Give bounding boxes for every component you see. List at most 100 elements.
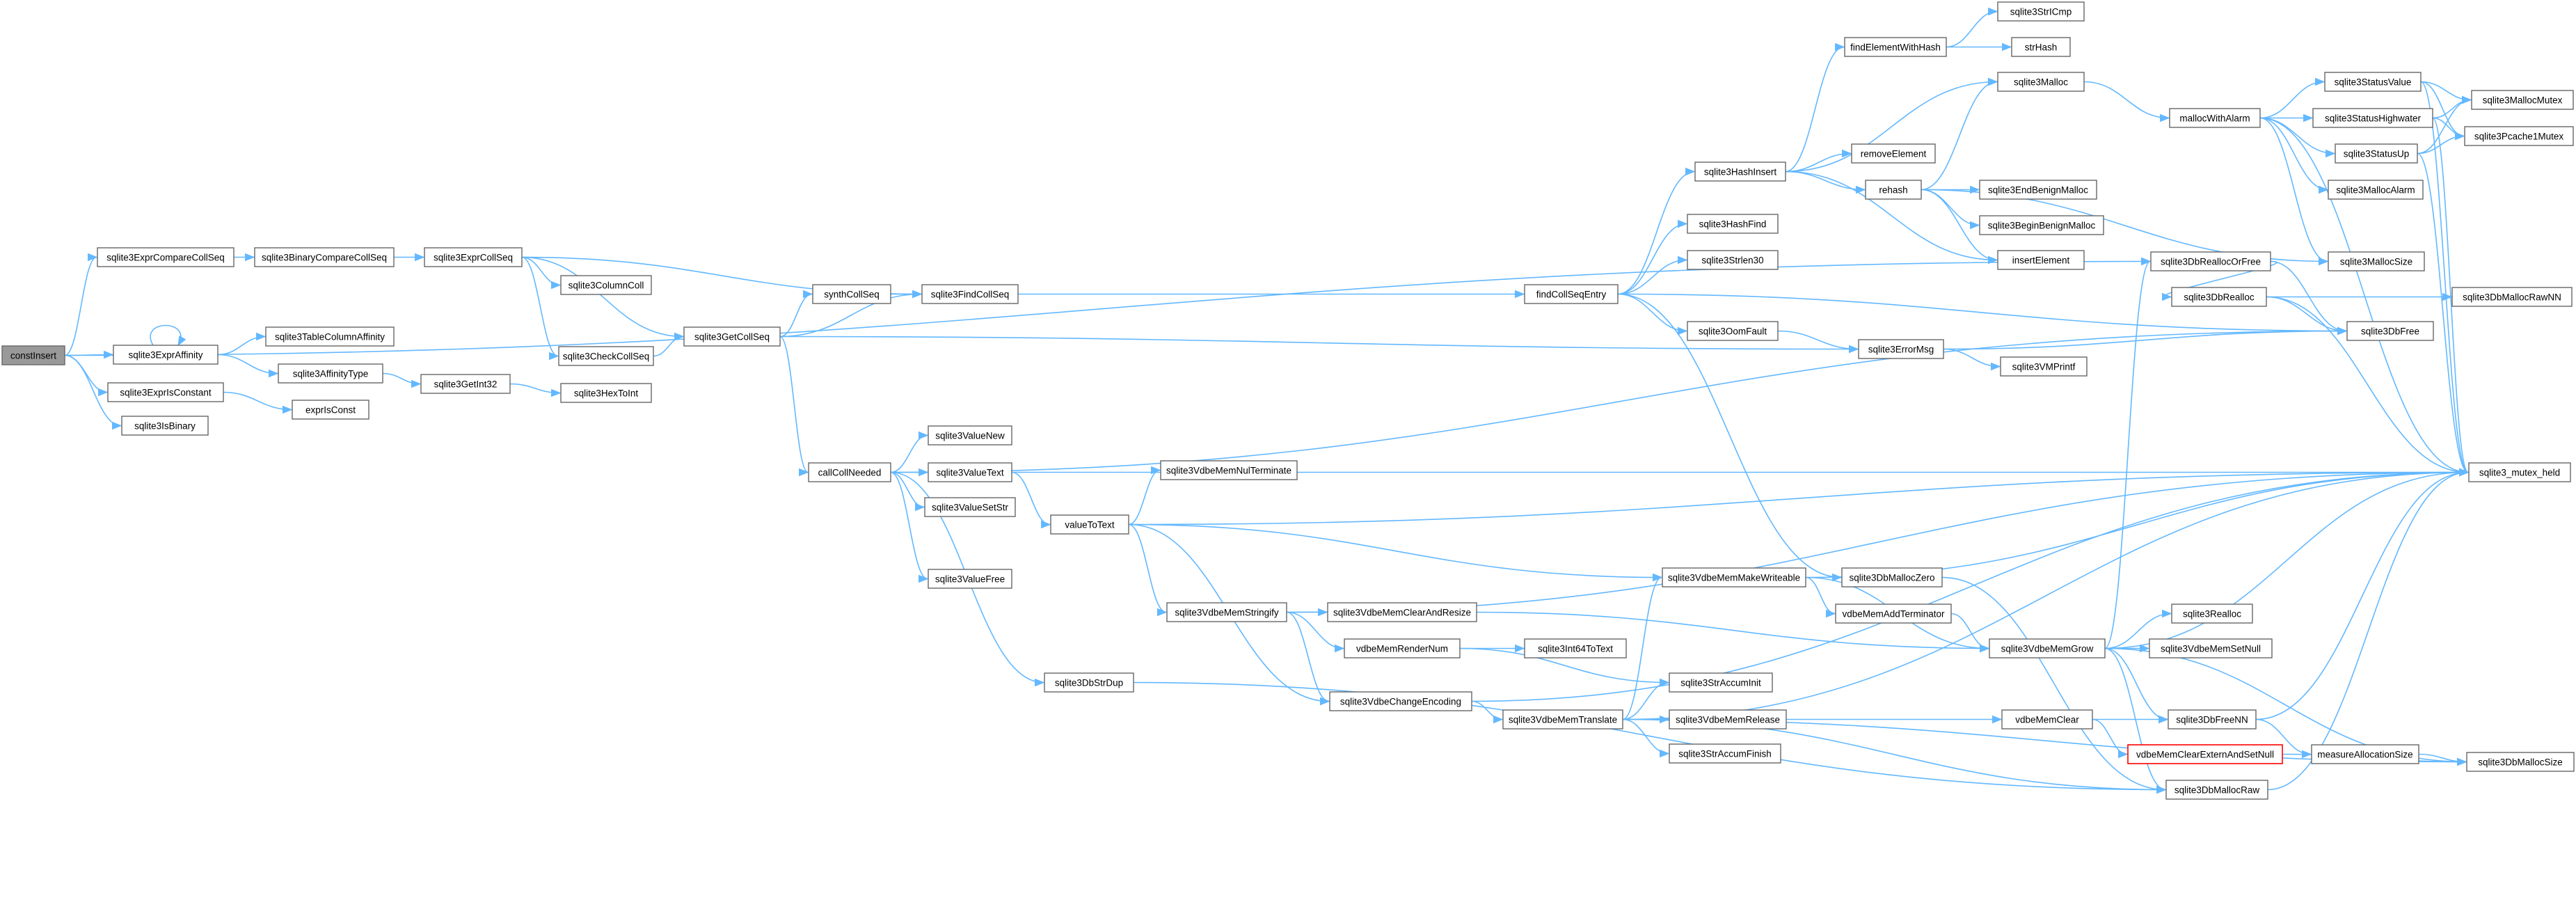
node-sqlite3FindCollSeq[interactable]: sqlite3FindCollSeq xyxy=(921,284,1019,304)
node-sqlite3AffinityType[interactable]: sqlite3AffinityType xyxy=(278,363,383,384)
node-strHash[interactable]: strHash xyxy=(2011,37,2071,57)
node-label: sqlite3DbFree xyxy=(2361,326,2419,337)
node-sqlite3StrAccumInit[interactable]: sqlite3StrAccumInit xyxy=(1669,672,1773,693)
node-sqlite3DbStrDup[interactable]: sqlite3DbStrDup xyxy=(1044,672,1134,693)
node-sqlite3DbRealloc[interactable]: sqlite3DbRealloc xyxy=(2171,287,2267,307)
node-sqlite3ValueFree[interactable]: sqlite3ValueFree xyxy=(928,569,1012,589)
node-sqlite3DbMallocRaw[interactable]: sqlite3DbMallocRaw xyxy=(2165,780,2268,800)
node-sqlite3VdbeMemSetNull[interactable]: sqlite3VdbeMemSetNull xyxy=(2149,638,2273,658)
node-sqlite3StatusHighwater[interactable]: sqlite3StatusHighwater xyxy=(2312,108,2433,128)
node-box xyxy=(1050,514,1129,535)
node-label: sqlite3ExprAffinity xyxy=(128,350,202,361)
node-label: vdbeMemClear xyxy=(2015,715,2079,725)
node-box xyxy=(1687,214,1779,234)
node-sqlite3VMPrintf[interactable]: sqlite3VMPrintf xyxy=(2000,356,2088,377)
node-sqlite3MallocSize[interactable]: sqlite3MallocSize xyxy=(2328,251,2425,271)
node-label: sqlite3MallocMutex xyxy=(2483,95,2563,106)
node-label: sqlite3VdbeMemGrow xyxy=(2001,644,2094,654)
node-findCollSeqEntry[interactable]: findCollSeqEntry xyxy=(1524,284,1619,304)
node-sqlite3VdbeMemTranslate[interactable]: sqlite3VdbeMemTranslate xyxy=(1502,709,1623,729)
node-synthCollSeq[interactable]: synthCollSeq xyxy=(812,284,891,304)
edge-sqlite3DbReallocOrFree-to-sqlite3DbFree xyxy=(2270,260,2348,336)
node-sqlite3ErrorMsg[interactable]: sqlite3ErrorMsg xyxy=(1858,339,1944,359)
node-sqlite3ExprAffinity[interactable]: sqlite3ExprAffinity xyxy=(113,345,218,365)
node-sqlite3Pcache1Mutex[interactable]: sqlite3Pcache1Mutex xyxy=(2464,126,2574,146)
node-sqlite3EndBenignMalloc[interactable]: sqlite3EndBenignMalloc xyxy=(1979,180,2097,200)
node-vdbeMemAddTerminator[interactable]: vdbeMemAddTerminator xyxy=(1835,604,1952,624)
node-sqlite3DbMallocRawNN[interactable]: sqlite3DbMallocRawNN xyxy=(2451,287,2573,307)
node-sqlite3ExprCollSeq[interactable]: sqlite3ExprCollSeq xyxy=(424,247,523,267)
node-label: sqlite3EndBenignMalloc xyxy=(1988,185,2088,196)
node-sqlite3HexToInt[interactable]: sqlite3HexToInt xyxy=(560,383,652,403)
node-label: sqlite3StatusHighwater xyxy=(2325,113,2422,124)
node-measureAllocationSize[interactable]: measureAllocationSize xyxy=(2311,744,2419,764)
node-exprIsConst[interactable]: exprIsConst xyxy=(292,400,369,420)
node-sqlite3Strlen30[interactable]: sqlite3Strlen30 xyxy=(1687,250,1779,270)
node-sqlite3Realloc[interactable]: sqlite3Realloc xyxy=(2171,604,2253,624)
node-sqlite3DbFreeNN[interactable]: sqlite3DbFreeNN xyxy=(2168,709,2257,729)
node-sqlite3BeginBenignMalloc[interactable]: sqlite3BeginBenignMalloc xyxy=(1979,215,2104,235)
node-constInsert[interactable]: constInsert xyxy=(1,345,65,365)
node-box xyxy=(1669,709,1787,729)
node-rehash[interactable]: rehash xyxy=(1865,180,1922,200)
node-sqlite3DbFree[interactable]: sqlite3DbFree xyxy=(2346,321,2434,341)
node-sqlite3IsBinary[interactable]: sqlite3IsBinary xyxy=(121,416,209,436)
node-sqlite3VdbeMemGrow[interactable]: sqlite3VdbeMemGrow xyxy=(1989,638,2106,658)
node-box xyxy=(2000,356,2088,377)
node-sqlite3Malloc[interactable]: sqlite3Malloc xyxy=(1997,72,2085,92)
node-sqlite3BinaryCompareCollSeq[interactable]: sqlite3BinaryCompareCollSeq xyxy=(254,247,395,267)
node-box xyxy=(683,326,781,347)
node-sqlite3VdbeMemNulTerminate[interactable]: sqlite3VdbeMemNulTerminate xyxy=(1160,460,1298,480)
node-label: sqlite3ErrorMsg xyxy=(1868,345,1934,355)
node-sqlite3HashInsert[interactable]: sqlite3HashInsert xyxy=(1694,161,1786,182)
node-sqlite3_mutex_held[interactable]: sqlite3_mutex_held xyxy=(2468,462,2571,482)
node-sqlite3StatusValue[interactable]: sqlite3StatusValue xyxy=(2324,72,2422,92)
node-sqlite3TableColumnAffinity[interactable]: sqlite3TableColumnAffinity xyxy=(265,326,395,347)
node-sqlite3ExprIsConstant[interactable]: sqlite3ExprIsConstant xyxy=(107,382,224,402)
node-sqlite3Int64ToText[interactable]: sqlite3Int64ToText xyxy=(1524,638,1627,658)
node-box xyxy=(924,497,1016,517)
node-label: sqlite3HashFind xyxy=(1699,219,1767,230)
node-sqlite3HashFind[interactable]: sqlite3HashFind xyxy=(1687,214,1779,234)
node-findElementWithHash[interactable]: findElementWithHash xyxy=(1844,37,1947,57)
node-sqlite3CheckCollSeq[interactable]: sqlite3CheckCollSeq xyxy=(558,346,654,366)
node-sqlite3StrICmp[interactable]: sqlite3StrICmp xyxy=(1997,1,2085,22)
node-label: vdbeMemAddTerminator xyxy=(1842,609,1945,620)
node-sqlite3GetInt32[interactable]: sqlite3GetInt32 xyxy=(420,374,511,394)
node-removeElement[interactable]: removeElement xyxy=(1851,143,1936,164)
edge-findCollSeqEntry-to-sqlite3DbMallocZero xyxy=(1617,293,1843,582)
node-label: sqlite3HashInsert xyxy=(1704,167,1777,178)
node-label: sqlite3StatusUp xyxy=(2344,149,2410,159)
node-vdbeMemClearExternAndSetNull[interactable]: vdbeMemClearExternAndSetNull xyxy=(2127,744,2283,764)
node-callCollNeeded[interactable]: callCollNeeded xyxy=(808,462,891,482)
node-sqlite3VdbeMemStringify[interactable]: sqlite3VdbeMemStringify xyxy=(1166,602,1287,622)
node-sqlite3ExprCompareCollSeq[interactable]: sqlite3ExprCompareCollSeq xyxy=(97,247,234,267)
edge-sqlite3ExprCollSeq-to-sqlite3GetCollSeq xyxy=(521,256,685,341)
node-sqlite3StatusUp[interactable]: sqlite3StatusUp xyxy=(2335,143,2418,164)
node-sqlite3DbReallocOrFree[interactable]: sqlite3DbReallocOrFree xyxy=(2150,251,2271,271)
node-sqlite3ColumnColl[interactable]: sqlite3ColumnColl xyxy=(560,275,652,295)
node-vdbeMemClear[interactable]: vdbeMemClear xyxy=(2001,709,2093,729)
node-insertElement[interactable]: insertElement xyxy=(1997,250,2085,270)
node-sqlite3StrAccumFinish[interactable]: sqlite3StrAccumFinish xyxy=(1669,743,1781,764)
node-box xyxy=(2311,744,2419,764)
node-sqlite3DbMallocZero[interactable]: sqlite3DbMallocZero xyxy=(1841,567,1943,587)
node-sqlite3VdbeMemRelease[interactable]: sqlite3VdbeMemRelease xyxy=(1669,709,1787,729)
node-sqlite3VdbeMemClearAndResize[interactable]: sqlite3VdbeMemClearAndResize xyxy=(1327,602,1477,622)
node-sqlite3DbMallocSize[interactable]: sqlite3DbMallocSize xyxy=(2466,752,2575,772)
node-sqlite3OomFault[interactable]: sqlite3OomFault xyxy=(1687,321,1779,341)
edge-valueToText-to-sqlite3VdbeMemStringify xyxy=(1128,523,1168,617)
node-sqlite3MallocAlarm[interactable]: sqlite3MallocAlarm xyxy=(2328,180,2424,200)
edge-measureAllocationSize-to-sqlite3DbMallocSize xyxy=(2418,753,2467,766)
node-sqlite3ValueSetStr[interactable]: sqlite3ValueSetStr xyxy=(924,497,1016,517)
node-sqlite3ValueNew[interactable]: sqlite3ValueNew xyxy=(928,425,1012,445)
node-sqlite3VdbeChangeEncoding[interactable]: sqlite3VdbeChangeEncoding xyxy=(1329,691,1472,711)
node-valueToText[interactable]: valueToText xyxy=(1050,514,1129,535)
node-sqlite3ValueText[interactable]: sqlite3ValueText xyxy=(928,462,1012,482)
node-sqlite3VdbeMemMakeWriteable[interactable]: sqlite3VdbeMemMakeWriteable xyxy=(1662,567,1806,587)
node-mallocWithAlarm[interactable]: mallocWithAlarm xyxy=(2169,108,2261,128)
node-sqlite3GetCollSeq[interactable]: sqlite3GetCollSeq xyxy=(683,326,781,347)
node-label: sqlite3ValueSetStr xyxy=(932,503,1009,513)
node-vdbeMemRenderNum[interactable]: vdbeMemRenderNum xyxy=(1344,638,1461,658)
node-sqlite3MallocMutex[interactable]: sqlite3MallocMutex xyxy=(2471,90,2574,110)
